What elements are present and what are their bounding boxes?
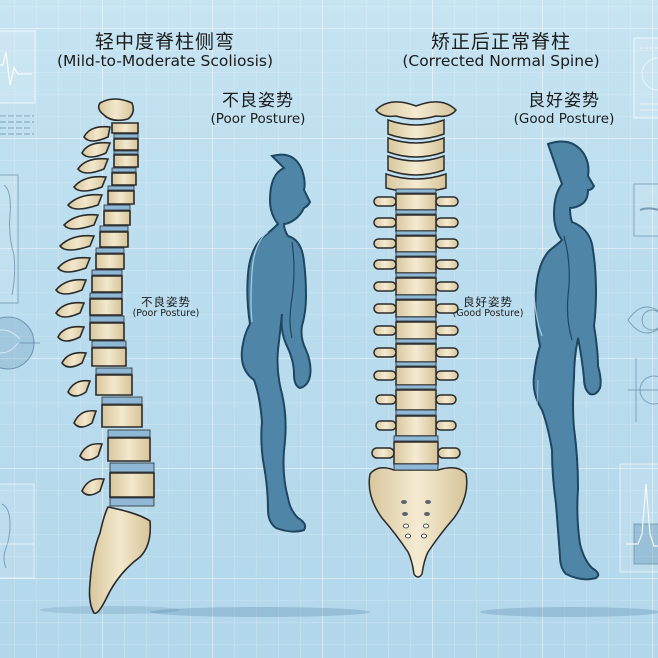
normal-spine-illustration — [368, 101, 468, 578]
good-posture-en: (Good Posture) — [513, 110, 615, 127]
good-spine-label-en: (Good Posture) — [452, 308, 524, 320]
left-panel-title: 轻中度脊柱侧弯 (Mild-to-Moderate Scoliosis) — [20, 31, 310, 71]
right-title-en: (Corrected Normal Spine) — [402, 52, 600, 71]
ecg-monitor-icon — [0, 30, 36, 104]
radar-scope-icon — [633, 37, 658, 119]
good-posture-figure — [532, 140, 602, 581]
good-posture-zh: 良好姿势 — [528, 91, 600, 111]
left-title-zh: 轻中度脊柱侧弯 — [94, 31, 235, 53]
right-panel-title: 矫正后正常脊柱 (Corrected Normal Spine) — [356, 31, 646, 71]
good-posture-figure-label: 良好姿势 (Good Posture) — [500, 91, 628, 127]
hand-xray-icon — [0, 483, 35, 579]
left-title-en: (Mild-to-Moderate Scoliosis) — [57, 52, 273, 71]
document-lines-icon — [0, 115, 34, 135]
poor-posture-figure-label: 不良姿势 (Poor Posture) — [190, 91, 326, 127]
poor-spine-label-en: (Poor Posture) — [132, 308, 200, 320]
body-scan-icon — [0, 174, 19, 304]
crosshair-target-icon — [628, 358, 658, 422]
scoliosis-spine-illustration — [54, 98, 155, 615]
body-scan-panel-icon — [633, 183, 658, 237]
peak-chart-icon — [619, 463, 658, 573]
poor-posture-zh: 不良姿势 — [222, 91, 294, 111]
poor-spine-label-zh: 不良姿势 — [141, 295, 191, 309]
good-spine-label-zh: 良好姿势 — [463, 295, 513, 309]
eye-diagram-icon — [627, 306, 658, 334]
poor-posture-spine-label: 不良姿势 (Poor Posture) — [118, 295, 214, 320]
poor-posture-en: (Poor Posture) — [210, 110, 306, 127]
good-posture-spine-label: 良好姿势 (Good Posture) — [440, 295, 536, 320]
ground-shadow — [40, 606, 658, 617]
right-title-zh: 矫正后正常脊柱 — [430, 31, 571, 53]
joint-xray-icon — [0, 316, 40, 370]
poor-posture-figure — [240, 153, 312, 581]
